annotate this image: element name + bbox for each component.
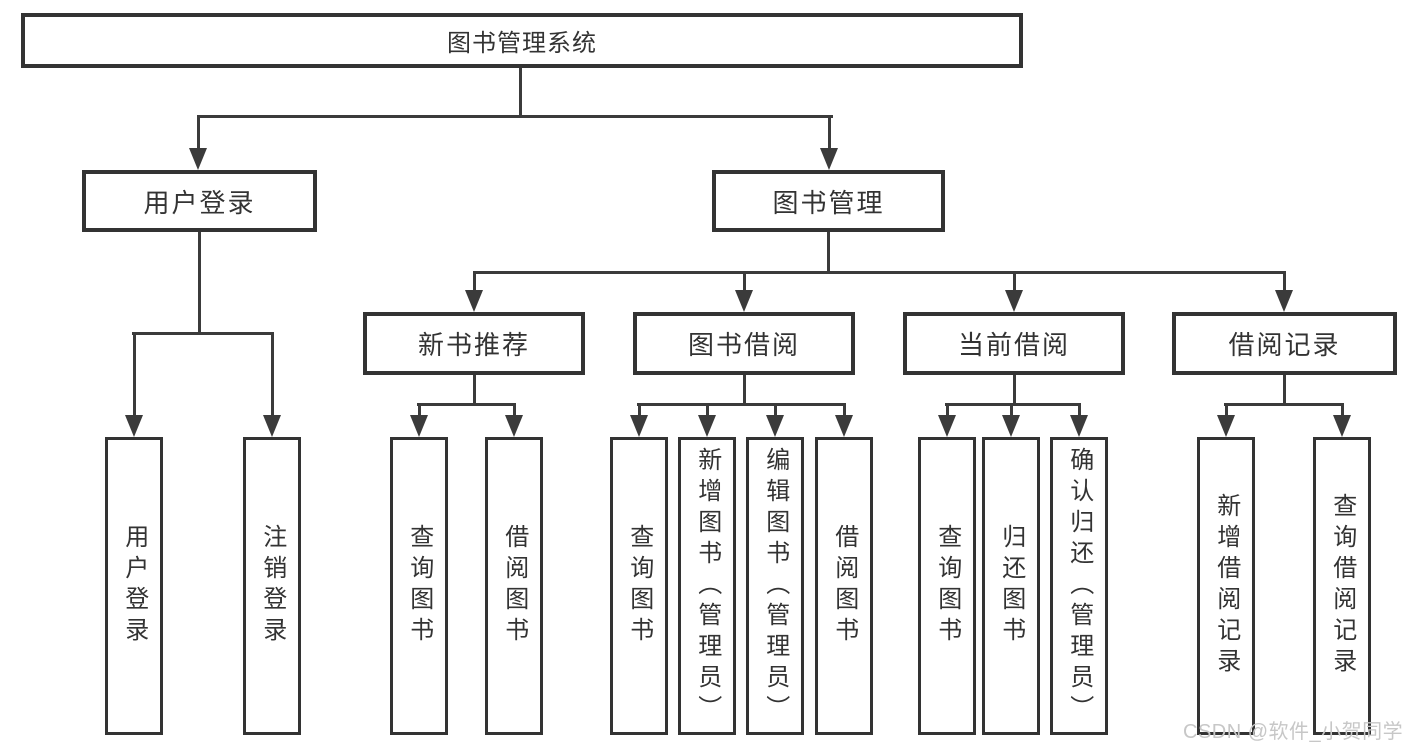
connector-line: [946, 403, 949, 416]
connector-line: [1010, 403, 1013, 416]
arrow-down-icon: [630, 415, 648, 437]
connector-line: [132, 332, 274, 335]
connector-line: [198, 232, 201, 335]
leaf-query-books-1: 查询图书: [390, 437, 448, 735]
arrow-down-icon: [1070, 415, 1088, 437]
connector-line: [1224, 403, 1344, 406]
csdn-watermark: CSDN @软件_小贺同学: [1183, 721, 1404, 743]
connector-line: [743, 375, 746, 406]
node-new-book-recommend-label: 新书推荐: [417, 330, 530, 360]
connector-line: [945, 403, 1081, 406]
leaf-logout: 注销登录: [243, 437, 301, 735]
arrow-down-icon: [505, 415, 523, 437]
leaf-return-books-label: 归还图书: [997, 524, 1025, 648]
connector-line: [513, 403, 516, 416]
arrow-down-icon: [835, 415, 853, 437]
connector-line: [133, 332, 136, 416]
arrow-down-icon: [766, 415, 784, 437]
leaf-query-books-1-label: 查询图书: [405, 524, 433, 648]
leaf-confirm-return-admin: 确认归还（管理员）: [1050, 437, 1108, 735]
connector-line: [1341, 403, 1344, 416]
connector-line: [417, 403, 516, 406]
connector-line: [473, 271, 1286, 274]
connector-line: [473, 271, 476, 291]
leaf-user-login-label: 用户登录: [120, 524, 148, 648]
node-book-management-label: 图书管理: [772, 187, 885, 218]
leaf-query-borrow-record-label: 查询借阅记录: [1328, 493, 1356, 679]
arrow-down-icon: [1002, 415, 1020, 437]
connector-line: [418, 403, 421, 416]
connector-line: [774, 403, 777, 416]
arrow-down-icon: [1005, 290, 1023, 312]
leaf-add-books-admin: 新增图书（管理员）: [678, 437, 736, 735]
connector-line: [519, 68, 522, 118]
leaf-borrow-books-2-label: 借阅图书: [830, 524, 858, 648]
arrow-down-icon: [410, 415, 428, 437]
leaf-logout-label: 注销登录: [258, 524, 286, 648]
arrow-down-icon: [1333, 415, 1351, 437]
leaf-borrow-books-1-label: 借阅图书: [500, 524, 528, 648]
leaf-query-books-2: 查询图书: [610, 437, 668, 735]
arrow-down-icon: [1275, 290, 1293, 312]
connector-line: [638, 403, 641, 416]
connector-line: [1225, 403, 1228, 416]
node-current-borrow-label: 当前借阅: [957, 330, 1070, 360]
arrow-down-icon: [263, 415, 281, 437]
node-root-label: 图书管理系统: [447, 30, 597, 57]
connector-line: [743, 271, 746, 291]
leaf-borrow-books-1: 借阅图书: [485, 437, 543, 735]
connector-line: [1078, 403, 1081, 416]
leaf-add-borrow-record: 新增借阅记录: [1197, 437, 1255, 735]
connector-line: [271, 332, 274, 416]
leaf-query-borrow-record: 查询借阅记录: [1313, 437, 1371, 735]
arrow-down-icon: [698, 415, 716, 437]
leaf-edit-books-admin: 编辑图书（管理员）: [746, 437, 804, 735]
connector-line: [706, 403, 709, 416]
connector-line: [1013, 271, 1016, 291]
leaf-query-books-3: 查询图书: [918, 437, 976, 735]
leaf-borrow-books-2: 借阅图书: [815, 437, 873, 735]
arrow-down-icon: [465, 290, 483, 312]
node-borrow-records: 借阅记录: [1172, 312, 1397, 375]
connector-line: [843, 403, 846, 416]
leaf-edit-books-admin-label: 编辑图书（管理员）: [761, 446, 789, 726]
connector-line: [197, 115, 833, 118]
node-root: 图书管理系统: [21, 13, 1023, 68]
leaf-confirm-return-admin-label: 确认归还（管理员）: [1065, 446, 1093, 726]
leaf-user-login: 用户登录: [105, 437, 163, 735]
node-book-borrow: 图书借阅: [633, 312, 855, 375]
node-current-borrow: 当前借阅: [903, 312, 1125, 375]
leaf-return-books: 归还图书: [982, 437, 1040, 735]
arrow-down-icon: [125, 415, 143, 437]
leaf-add-borrow-record-label: 新增借阅记录: [1212, 493, 1240, 679]
connector-line: [473, 375, 476, 406]
node-new-book-recommend: 新书推荐: [363, 312, 585, 375]
arrow-down-icon: [1217, 415, 1235, 437]
leaf-add-books-admin-label: 新增图书（管理员）: [693, 446, 721, 726]
node-user-login-label: 用户登录: [143, 187, 256, 218]
leaf-query-books-3-label: 查询图书: [933, 524, 961, 648]
node-user-login: 用户登录: [82, 170, 317, 232]
node-book-management: 图书管理: [712, 170, 945, 232]
arrow-down-icon: [189, 148, 207, 170]
node-book-borrow-label: 图书借阅: [687, 330, 800, 360]
connector-line: [197, 115, 200, 149]
connector-line: [1283, 271, 1286, 291]
connector-line: [1283, 375, 1286, 406]
connector-line: [637, 403, 846, 406]
connector-line: [828, 115, 831, 149]
arrow-down-icon: [938, 415, 956, 437]
arrow-down-icon: [820, 148, 838, 170]
node-borrow-records-label: 借阅记录: [1228, 330, 1341, 360]
arrow-down-icon: [735, 290, 753, 312]
connector-line: [827, 232, 830, 274]
leaf-query-books-2-label: 查询图书: [625, 524, 653, 648]
connector-line: [1013, 375, 1016, 406]
